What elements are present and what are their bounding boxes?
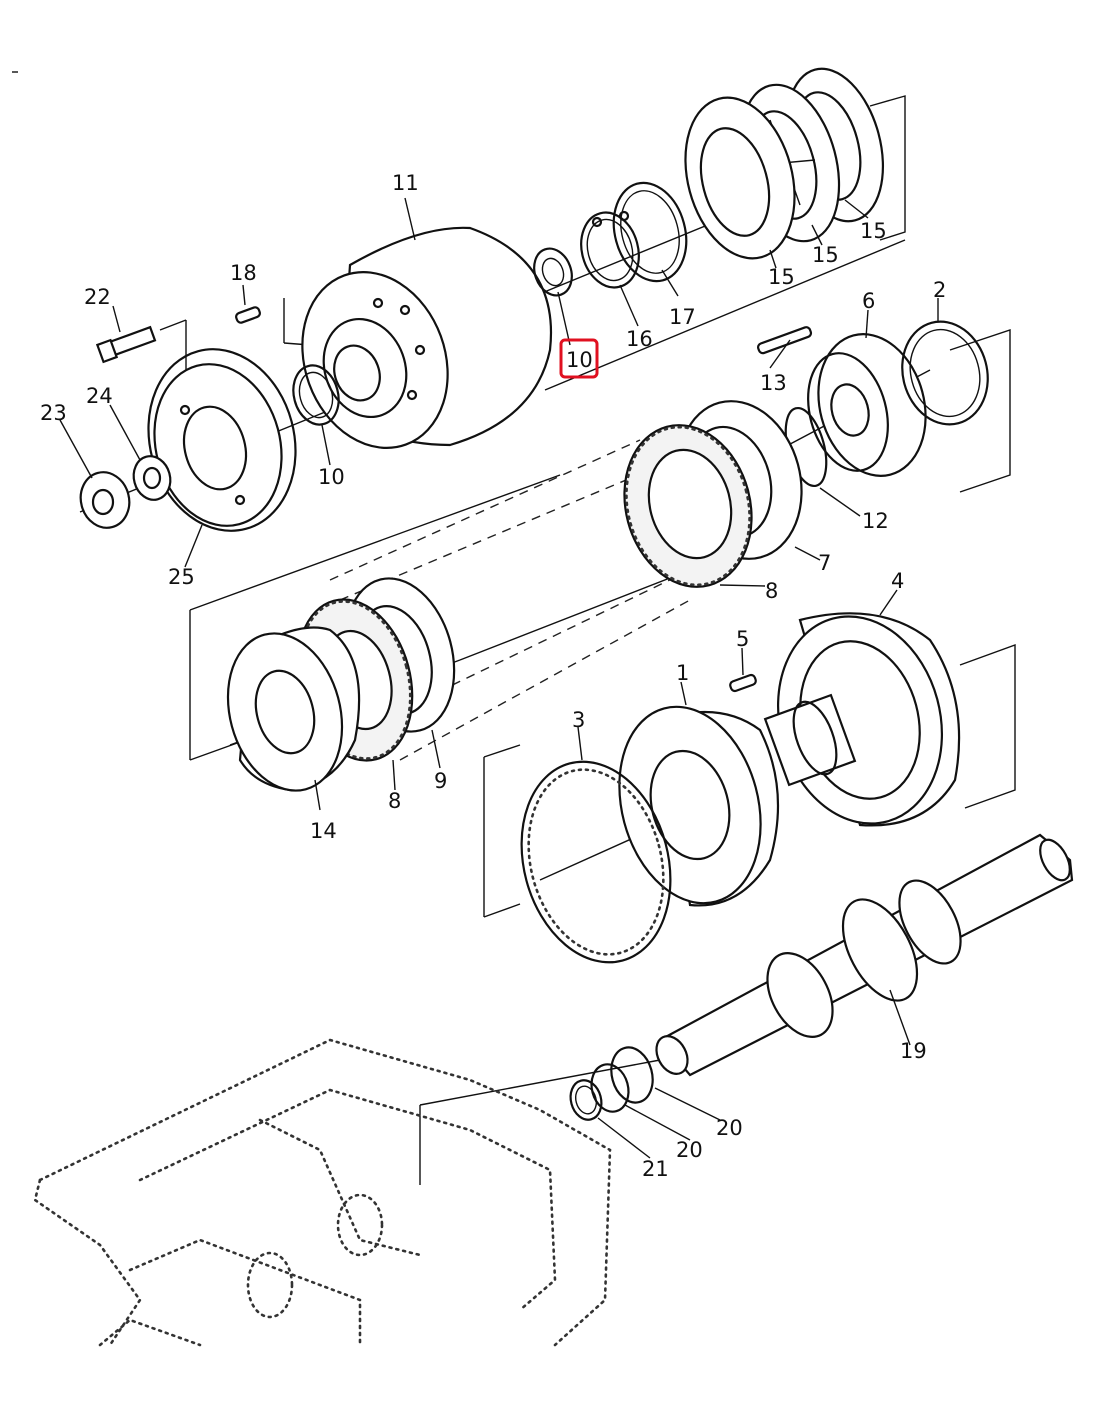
callout-18: 18 [230, 261, 257, 285]
callout-9: 9 [434, 769, 447, 793]
friction-disc-8-upper [623, 424, 753, 588]
callout-3: 3 [572, 708, 585, 732]
callout-10-highlighted: 10 [566, 348, 593, 372]
bolt-22 [95, 325, 157, 364]
disc-15-front [684, 96, 796, 260]
housing-outline-dotted [33, 1038, 612, 1347]
callout-12: 12 [862, 509, 889, 533]
callout-8-lower: 8 [388, 789, 401, 813]
callout-25: 25 [168, 565, 195, 589]
callout-15-front: 15 [768, 265, 795, 289]
ring-20-outer [610, 1046, 654, 1104]
callout-5: 5 [736, 627, 749, 651]
callout-24: 24 [86, 384, 113, 408]
callout-20-outer: 20 [716, 1116, 743, 1140]
pin-18 [235, 306, 261, 324]
callout-11: 11 [392, 171, 419, 195]
shaft-19 [655, 833, 1074, 1077]
callout-2: 2 [933, 278, 946, 302]
gear-6 [807, 333, 927, 477]
leader-lines [59, 197, 939, 1159]
callout-23: 23 [40, 401, 67, 425]
pin-13 [757, 326, 813, 355]
callout-15-middle: 15 [812, 243, 839, 267]
highlight-box-part-10 [559, 338, 599, 379]
callout-10: 10 [318, 465, 345, 489]
ring-17 [612, 181, 688, 283]
gear-25 [147, 348, 297, 532]
callout-20-inner: 20 [676, 1138, 703, 1162]
pin-5 [729, 673, 757, 693]
callout-15-back: 15 [860, 219, 887, 243]
snap-ring-16 [580, 210, 640, 289]
callout-labels: 1 2 3 4 5 6 7 8 8 9 10 10 11 12 13 14 15… [40, 171, 946, 1181]
callout-16: 16 [626, 327, 653, 351]
snap-ring-21 [569, 1079, 603, 1121]
callout-4: 4 [891, 569, 904, 593]
callout-19: 19 [900, 1039, 927, 1063]
callout-1: 1 [676, 661, 689, 685]
callout-6: 6 [862, 289, 875, 313]
ring-20-inner [590, 1063, 630, 1113]
assembly-frame-lower [483, 644, 1016, 918]
callout-21: 21 [642, 1157, 669, 1181]
callout-8-upper: 8 [765, 579, 778, 603]
washer-24 [132, 455, 172, 501]
callout-7: 7 [818, 551, 831, 575]
housing-4 [763, 612, 961, 827]
assembly-frame-top [283, 95, 906, 391]
seal-ring-3 [520, 760, 672, 964]
hub-14 [226, 626, 361, 792]
snap-ring-10-left [292, 364, 340, 426]
callout-13: 13 [760, 371, 787, 395]
pinion-23 [79, 471, 131, 529]
callout-14: 14 [310, 819, 337, 843]
callout-17: 17 [669, 305, 696, 329]
piston-1 [618, 705, 780, 907]
callout-22: 22 [84, 285, 111, 309]
ring-2 [901, 320, 989, 426]
